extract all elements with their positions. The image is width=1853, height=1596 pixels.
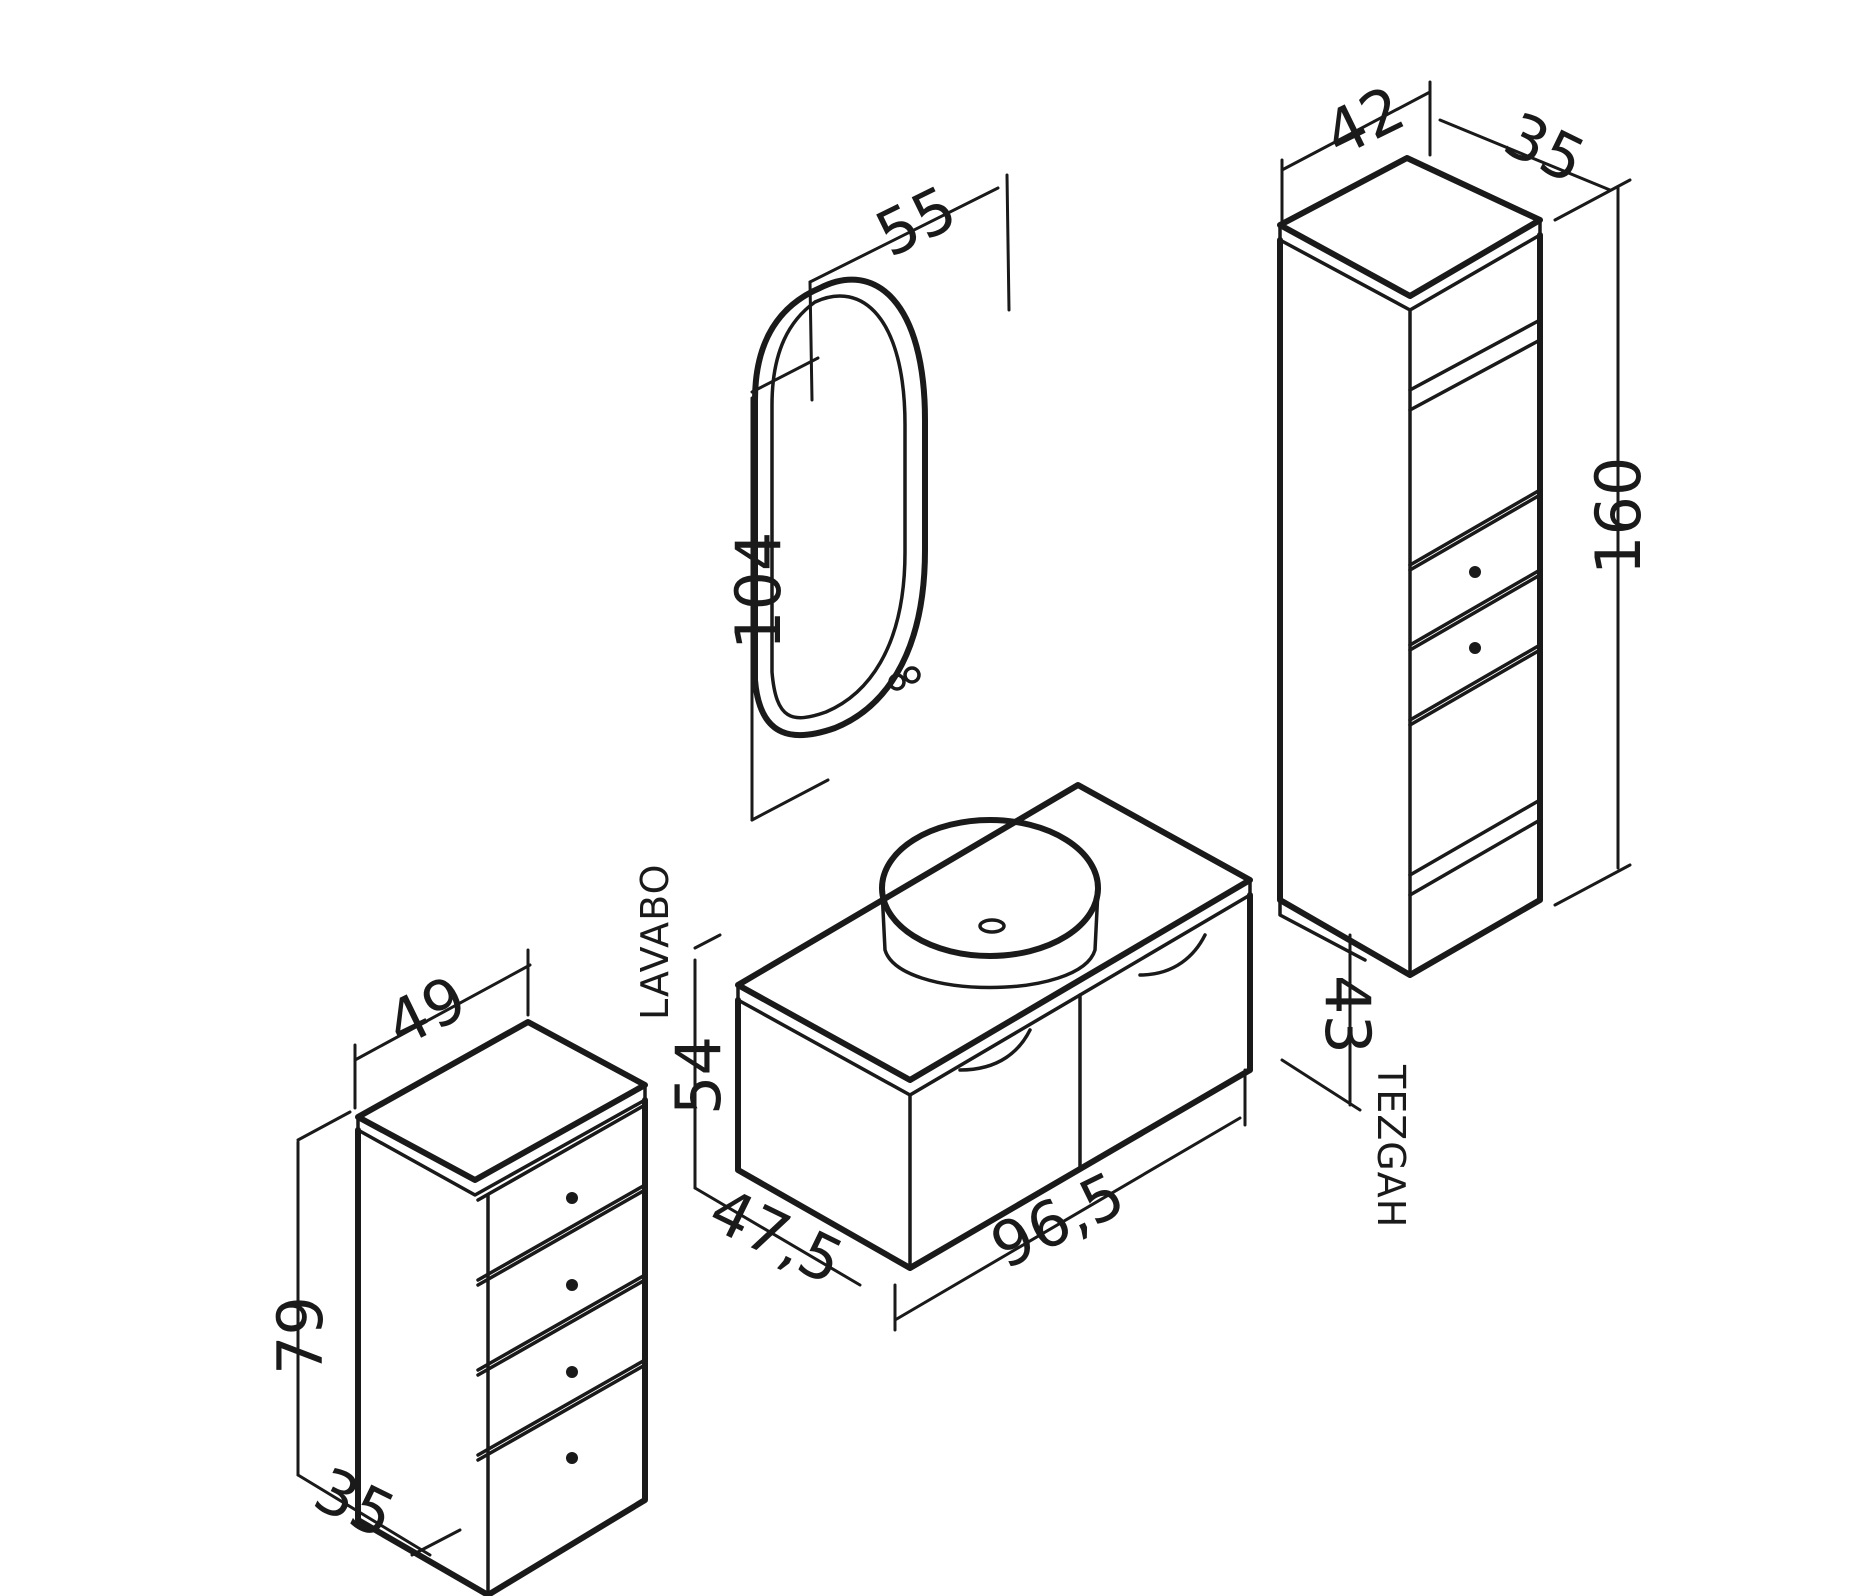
- extension-line: [410, 1528, 462, 1557]
- counter-depth-label: 43: [1311, 975, 1384, 1054]
- tall-open-shelf-top: [1408, 318, 1542, 392]
- extension-line: [750, 356, 820, 394]
- mirror-touch-button: [888, 673, 906, 691]
- mirror-touch-button: [903, 666, 921, 684]
- tall-drawer-1: [1408, 493, 1542, 647]
- tall-width-label: 42: [1313, 71, 1416, 171]
- tall-open-shelf-bottom: [1408, 818, 1542, 897]
- tall-height-dimension: 160: [1553, 178, 1655, 907]
- drawer-front-3: [476, 1278, 647, 1457]
- vanity-width-label: 96,5: [980, 1157, 1136, 1283]
- dimension-line: [693, 1186, 862, 1287]
- dimension-line: [893, 1116, 1242, 1322]
- extension-line: [1553, 178, 1632, 222]
- dimension-line: [1438, 118, 1612, 192]
- mirror-height-dimension: 104: [722, 356, 830, 822]
- extension-line: [808, 280, 814, 402]
- tall-upper-door: [1408, 338, 1542, 567]
- drawer-knob: [566, 1366, 578, 1378]
- mirror-frame-inner: [770, 294, 907, 720]
- tall-height-label: 160: [1582, 457, 1655, 575]
- tall-cabinet: [1277, 155, 1543, 978]
- basin-drain: [978, 918, 1006, 934]
- mirror-width-dimension: 55: [808, 171, 1011, 402]
- extension-line: [1280, 1058, 1362, 1112]
- basin-wall: [880, 888, 1100, 990]
- drawer-unit-top-edge: [356, 1083, 647, 1197]
- extension-line: [296, 1110, 352, 1142]
- tall-lower-door: [1408, 648, 1542, 877]
- lavabo-label: LAVABO: [633, 864, 677, 1020]
- tall-width-dimension: 42: [1280, 71, 1432, 224]
- drawer-unit-body: [355, 1097, 648, 1596]
- drawer-unit: [355, 1019, 648, 1596]
- dimension-line: [1280, 90, 1432, 172]
- tall-plinth: [1278, 898, 1367, 962]
- dimension-line: [353, 963, 532, 1062]
- extension-line: [1005, 173, 1011, 312]
- tall-depth-label: 35: [1493, 98, 1596, 198]
- oval-mirror: [752, 276, 928, 739]
- tall-drawer-2: [1408, 573, 1542, 722]
- drawer-width-dimension: 49: [353, 948, 532, 1110]
- extension-line: [750, 778, 830, 822]
- extension-line: [693, 933, 722, 950]
- drawer-height-label: 79: [264, 1296, 337, 1375]
- drawer-knob: [566, 1192, 578, 1204]
- vanity-handle-recess: [1138, 933, 1207, 977]
- vessel-basin: [879, 817, 1101, 990]
- vanity-height-dimension: 54 LAVABO: [633, 864, 735, 1190]
- drawer-height-dimension: 79: [264, 1110, 352, 1477]
- tall-top-slab: [1277, 155, 1543, 299]
- dimension-line: [296, 1473, 432, 1557]
- vanity-height-label: 54: [662, 1036, 735, 1115]
- drawer-front-1: [476, 1103, 647, 1282]
- mirror-height-label: 104: [722, 532, 795, 650]
- tall-drawer-knob: [1469, 566, 1481, 578]
- mirror-width-label: 55: [865, 171, 968, 271]
- vanity-handle-recess: [958, 1028, 1032, 1072]
- drawer-depth-dimension: 35: [296, 1453, 462, 1557]
- drawer-width-label: 49: [375, 961, 478, 1061]
- drawer-front-4: [476, 1363, 647, 1596]
- drawer-knob: [566, 1452, 578, 1464]
- mirror-frame-outer: [752, 276, 928, 739]
- basin-rim: [879, 817, 1101, 959]
- extension-line: [1553, 863, 1632, 907]
- vanity-width-dimension: 96,5: [893, 1068, 1247, 1332]
- tall-drawer-knob: [1469, 642, 1481, 654]
- drawer-front-2: [476, 1188, 647, 1372]
- drawer-knob: [566, 1279, 578, 1291]
- counter-depth-dimension: 43 TEZGAH: [1280, 933, 1413, 1228]
- dimension-line: [808, 186, 1000, 284]
- vanity-cabinet: [735, 782, 1253, 1271]
- tezgah-label: TEZGAH: [1369, 1064, 1413, 1228]
